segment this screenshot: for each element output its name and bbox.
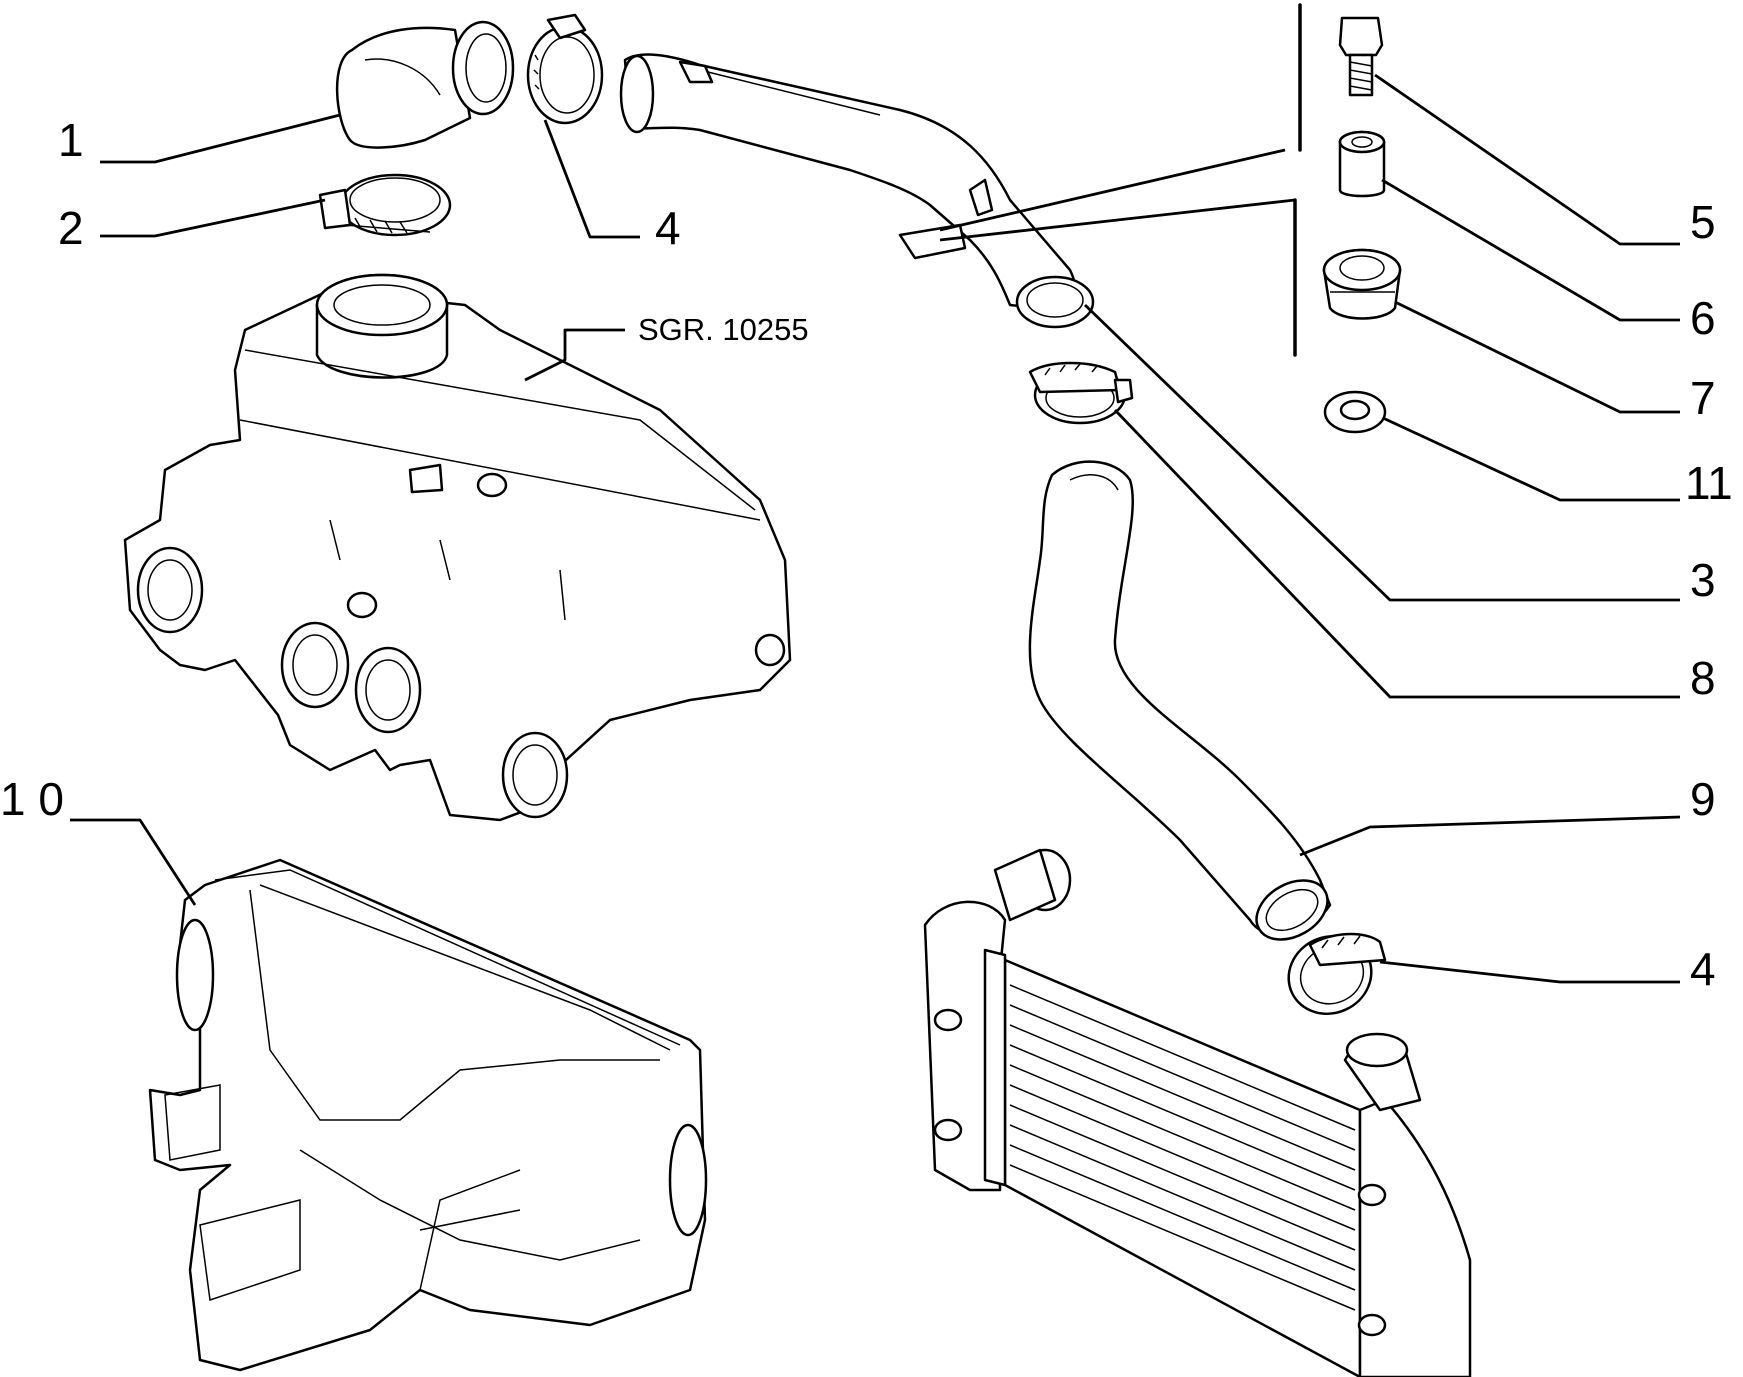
leader-9 — [1299, 815, 1681, 857]
callout-6: 6 — [1690, 292, 1716, 344]
hose-clamp-middle — [1028, 361, 1134, 425]
bolt-part-5 — [1338, 16, 1384, 97]
assembly-bracket-lines — [1293, 3, 1302, 357]
leader-2 — [100, 198, 326, 238]
callout-4-lower: 4 — [1690, 943, 1716, 995]
leader-pipe-bracket-a — [939, 148, 1286, 232]
washer-part-11 — [1323, 390, 1387, 434]
leader-4-upper — [543, 119, 640, 239]
callout-labels: 1 2 4 5 6 7 11 3 8 1 0 9 4 SGR. 10255 — [0, 114, 1733, 995]
callout-8: 8 — [1690, 652, 1716, 704]
leader-3 — [1084, 303, 1680, 602]
leader-pipe-bracket-b — [939, 198, 1296, 242]
flexible-hose-part-9 — [1028, 460, 1332, 941]
callout-3: 3 — [1690, 554, 1716, 606]
callout-2: 2 — [58, 202, 84, 254]
grommet-part-7 — [1322, 248, 1402, 320]
leader-5 — [1374, 73, 1680, 246]
leader-8 — [1113, 409, 1680, 699]
leader-11 — [1382, 416, 1680, 502]
leader-lines — [70, 73, 1681, 984]
callout-4-upper: 4 — [655, 202, 681, 254]
hose-clamp-part-4-upper — [526, 13, 604, 125]
leader-4-lower — [1379, 960, 1680, 984]
reference-label-sgr: SGR. 10255 — [638, 312, 809, 347]
leader-7 — [1394, 300, 1680, 414]
hose-clamp-part-2 — [318, 173, 452, 237]
callout-11: 11 — [1685, 457, 1733, 509]
callout-7: 7 — [1690, 372, 1716, 424]
callout-9: 9 — [1690, 773, 1716, 825]
leader-1 — [100, 113, 341, 164]
intercooler-radiator — [923, 848, 1472, 1377]
callout-10: 1 0 — [0, 773, 64, 825]
leader-6 — [1381, 178, 1680, 322]
callout-5: 5 — [1690, 196, 1716, 248]
sleeve-part-6 — [1338, 130, 1386, 198]
elbow-hose-part-1 — [335, 20, 515, 149]
hose-clamp-part-4-lower — [1287, 932, 1387, 1015]
leader-sgr — [524, 328, 625, 382]
leader-10 — [70, 818, 197, 906]
air-duct-housing-part-10 — [148, 858, 708, 1372]
intake-manifold-assembly — [123, 273, 792, 822]
rigid-intake-pipe-part-3 — [619, 53, 1095, 329]
callout-1: 1 — [58, 114, 84, 166]
